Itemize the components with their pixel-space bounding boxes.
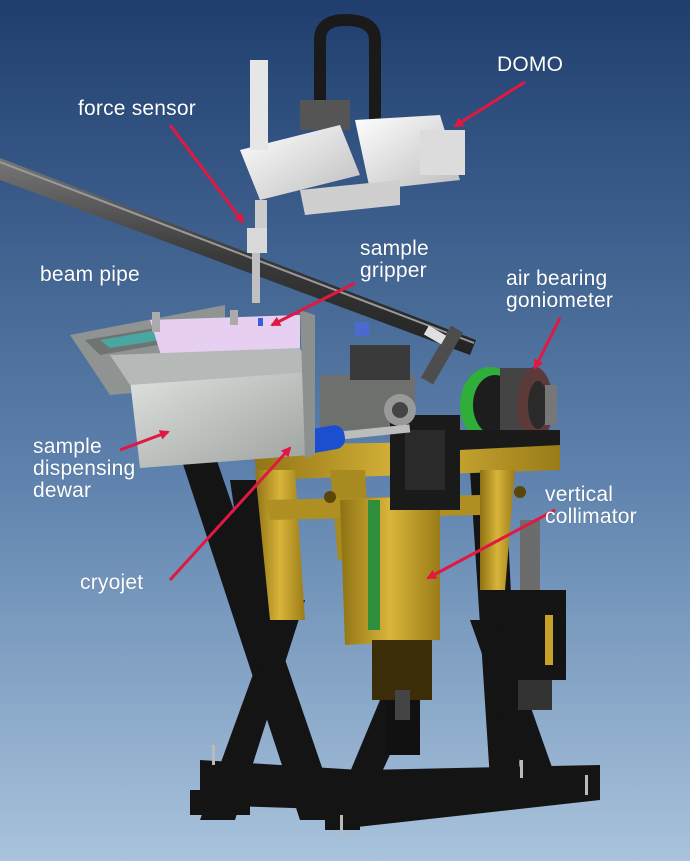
- air-bearing-goniometer: [460, 367, 560, 450]
- beam-pipe: [0, 158, 476, 355]
- arrow-force-sensor: [168, 124, 245, 224]
- label-domo: DOMO: [497, 53, 564, 76]
- arrow-dewar: [119, 430, 170, 452]
- label-air-bearing-goniometer: air bearing goniometer: [506, 267, 614, 312]
- stand-bolts: [212, 745, 588, 837]
- label-sample-gripper: sample gripper: [360, 237, 429, 282]
- arrow-vertical-collimator: [426, 508, 556, 580]
- domo-robot: [240, 13, 465, 326]
- label-force-sensor: force sensor: [78, 97, 196, 120]
- label-vertical-collimator: vertical collimator: [545, 483, 637, 528]
- support-stand: [180, 455, 600, 830]
- annotation-arrows: [119, 80, 562, 582]
- goniometer-stage: [320, 322, 464, 510]
- arrow-domo: [453, 80, 526, 128]
- arrow-cryojet: [168, 446, 292, 582]
- central-column: [340, 495, 440, 755]
- arrow-air-bearing: [533, 317, 562, 370]
- label-sample-dispensing-dewar: sample dispensing dewar: [33, 435, 136, 502]
- sample-dewar: [70, 305, 315, 468]
- label-beam-pipe: beam pipe: [40, 263, 140, 286]
- arrow-sample-gripper: [270, 281, 356, 327]
- collimator-motor: [508, 520, 566, 710]
- label-cryojet: cryojet: [80, 571, 144, 594]
